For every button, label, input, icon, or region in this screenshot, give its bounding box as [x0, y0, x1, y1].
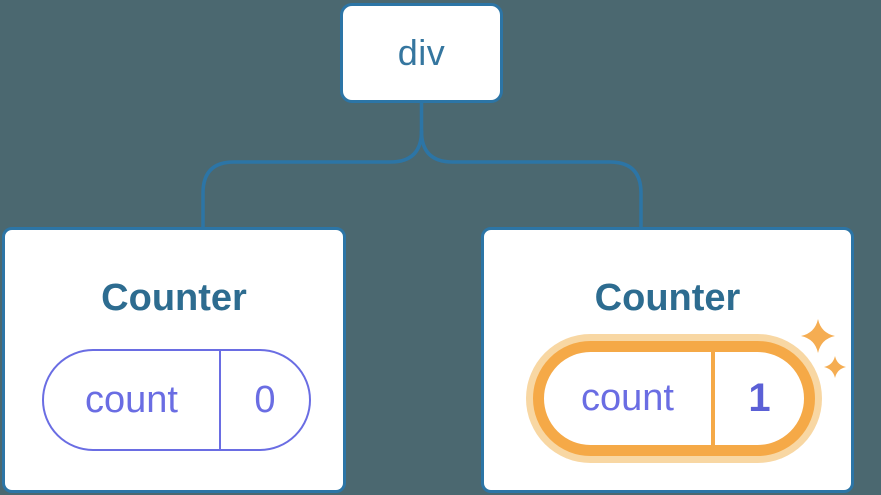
state-key-label: count [581, 377, 674, 419]
component-title: Counter [594, 277, 741, 319]
state-pill-divider [711, 352, 715, 445]
state-pill-highlighted: count 1 [533, 341, 815, 456]
connector-branch-right [419, 129, 643, 230]
root-node: div [340, 3, 503, 103]
component-title: Counter [101, 277, 247, 319]
state-key-label: count [85, 378, 178, 421]
component-card-counter-left: Counter count 0 [2, 227, 346, 493]
state-pill-divider [219, 351, 221, 449]
state-value: 0 [254, 378, 276, 421]
state-value: 1 [748, 376, 771, 420]
root-node-label: div [397, 32, 446, 73]
state-pill: count 0 [42, 349, 311, 451]
component-card-counter-right: Counter count 1 [481, 227, 854, 493]
connector-branch-left [201, 129, 424, 230]
